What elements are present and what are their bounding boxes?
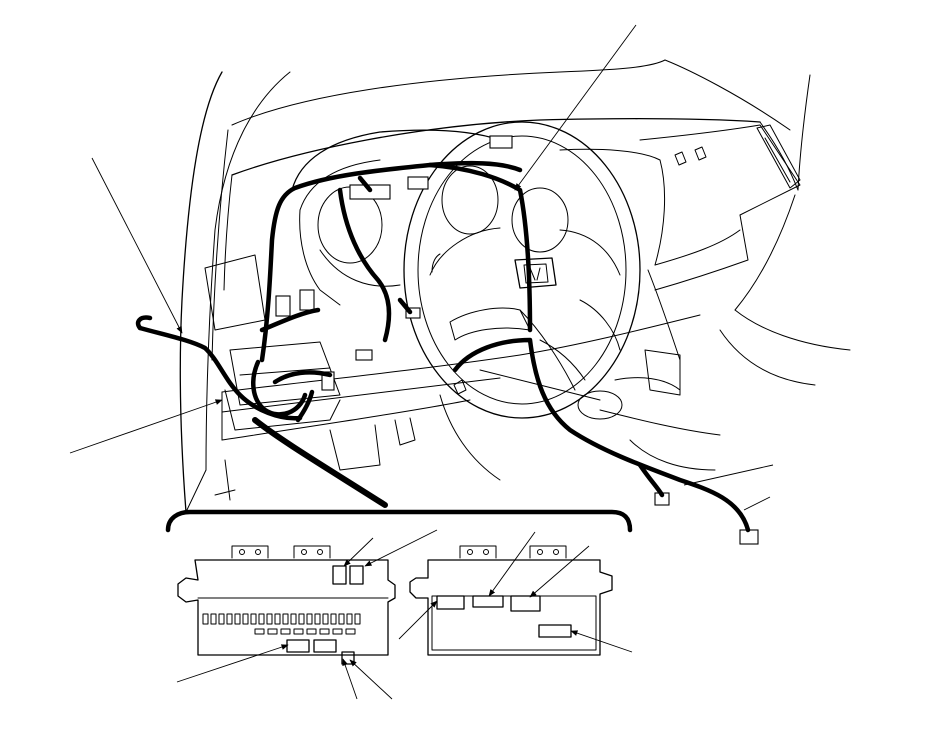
steering-wheel xyxy=(403,121,641,419)
leader-line xyxy=(743,496,771,511)
connector-icon xyxy=(355,349,373,361)
leader-line xyxy=(364,529,438,567)
detail-bracket xyxy=(165,509,633,533)
leader-line xyxy=(91,157,183,334)
connector-icon xyxy=(510,595,541,612)
leader-line xyxy=(529,545,590,598)
wire-harness xyxy=(135,160,751,533)
leader-line xyxy=(176,644,289,683)
fuse-box-detail xyxy=(177,545,396,665)
under-dash-fuse-box xyxy=(204,254,341,431)
connector-icon xyxy=(275,295,291,317)
connector-icon xyxy=(286,639,310,653)
leader-line xyxy=(398,600,438,640)
connector-icon xyxy=(407,176,429,190)
leader-line xyxy=(570,630,633,653)
leader-line xyxy=(349,659,393,700)
connector-icon xyxy=(349,565,364,585)
connector-icon xyxy=(436,595,465,610)
leader-line xyxy=(683,464,774,486)
leader-line xyxy=(488,531,536,597)
leader-line xyxy=(342,658,358,700)
connector-icon xyxy=(489,135,513,149)
dash-connectors xyxy=(275,135,759,545)
callout-leaders xyxy=(69,24,774,700)
connector-icon xyxy=(739,529,759,545)
connector-icon xyxy=(299,289,315,311)
fuse-slots xyxy=(202,613,361,625)
connector-icon xyxy=(313,639,337,653)
right-dashboard xyxy=(559,124,851,386)
leader-line xyxy=(69,399,223,454)
connector-icon xyxy=(538,624,572,638)
control-unit-detail xyxy=(409,545,613,656)
connector-icon xyxy=(472,595,504,608)
leader-line xyxy=(514,24,637,191)
dashboard-top xyxy=(223,59,811,291)
a-pillar xyxy=(179,71,291,513)
relay-slots xyxy=(254,628,356,635)
gauge-cluster xyxy=(291,129,569,306)
leader-line xyxy=(343,537,374,567)
connector-icon xyxy=(332,565,347,585)
connector-icon xyxy=(405,307,421,319)
connector-icon xyxy=(341,651,355,665)
